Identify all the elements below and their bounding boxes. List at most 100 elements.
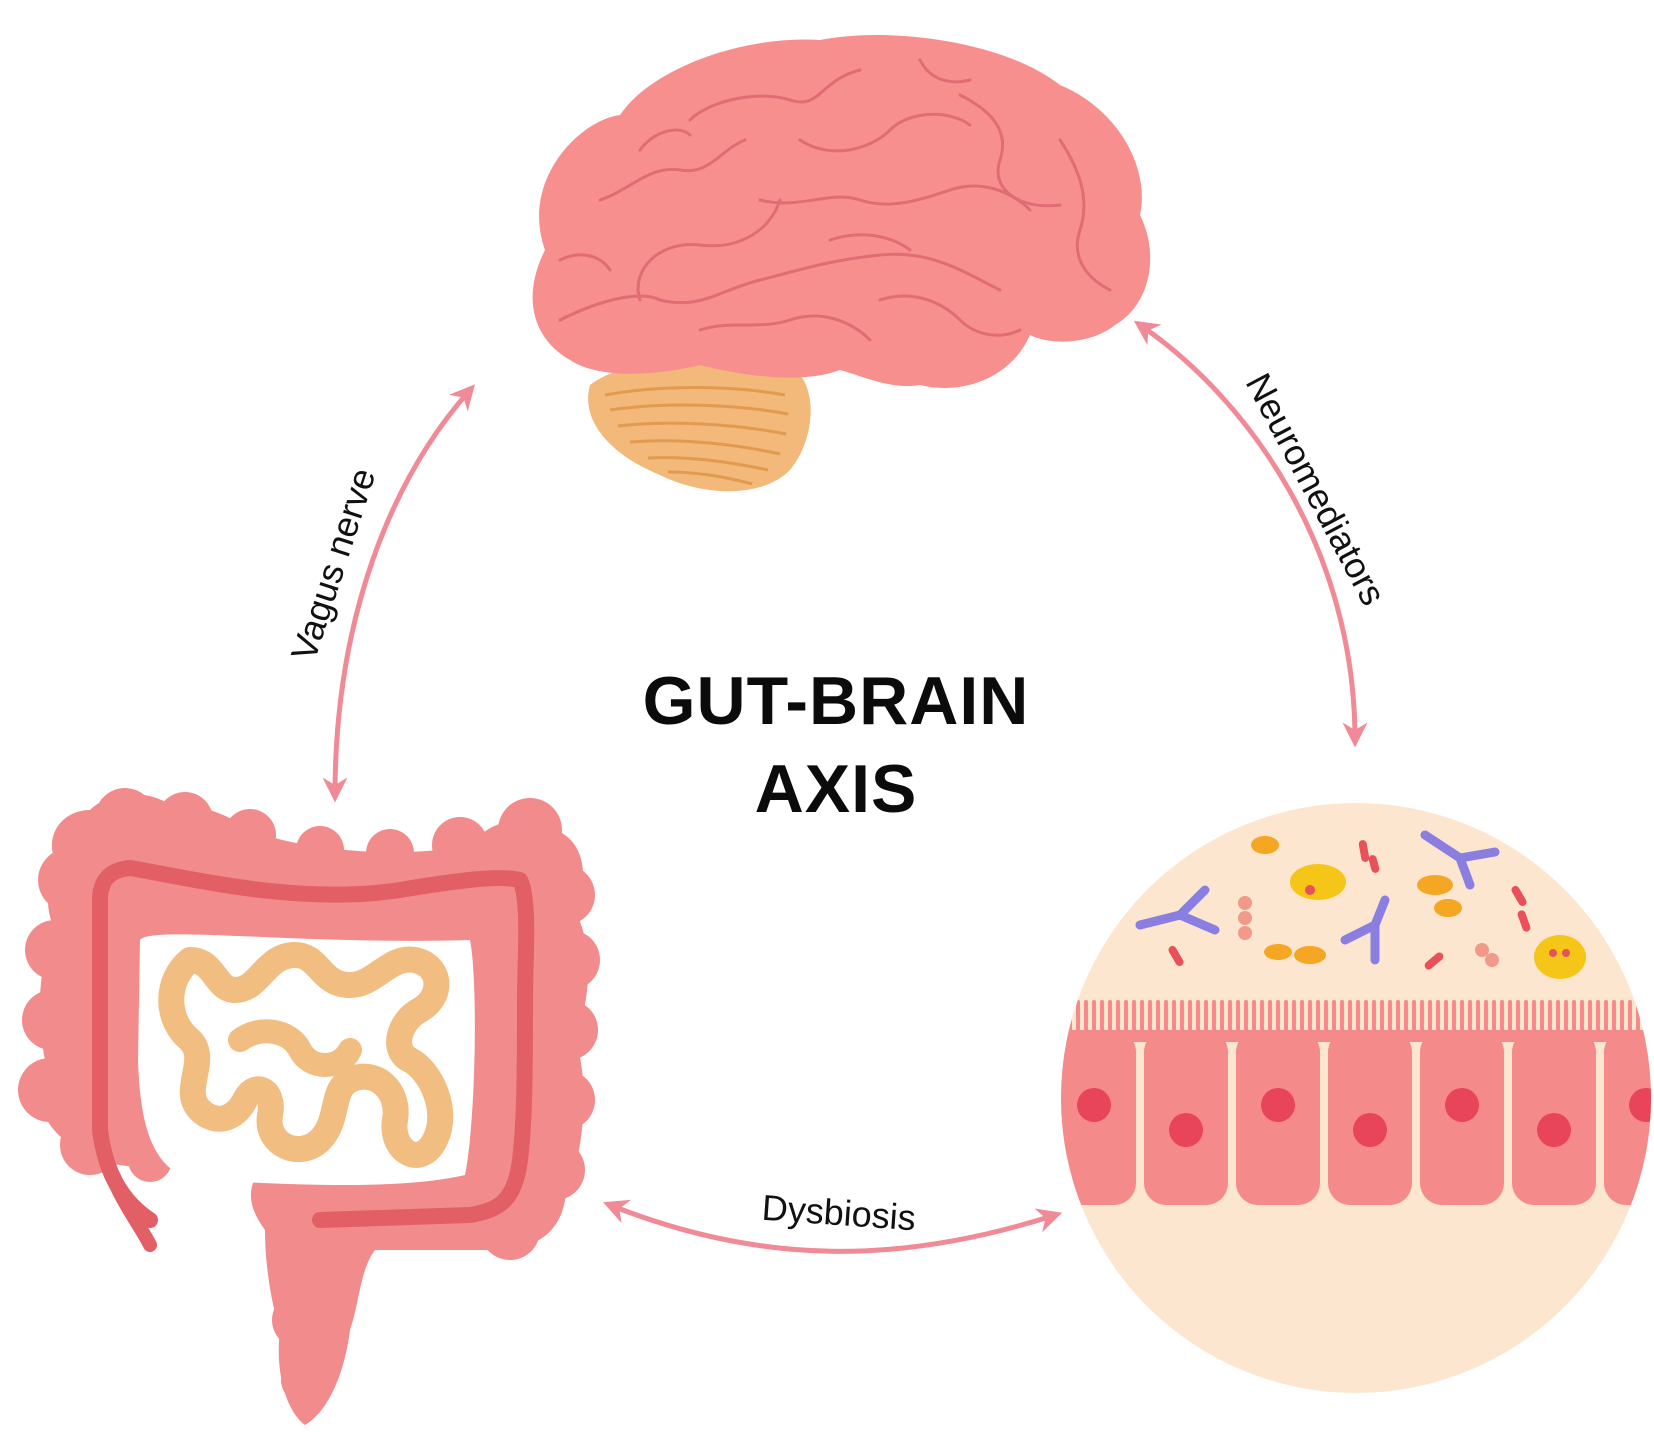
microvillus — [1356, 1000, 1360, 1034]
microvillus — [1556, 1000, 1560, 1034]
microvillus — [1524, 1000, 1528, 1034]
microvillus — [1484, 1000, 1488, 1034]
microvillus — [1164, 1000, 1168, 1034]
microvillus — [1284, 1000, 1288, 1034]
microvillus — [1084, 1000, 1088, 1034]
microvillus — [1268, 1000, 1272, 1034]
small-intestine — [158, 942, 454, 1168]
microvillus — [1404, 1000, 1408, 1034]
microvillus — [1644, 1000, 1648, 1034]
microvillus — [1108, 1000, 1112, 1034]
cell-nucleus — [1353, 1113, 1387, 1147]
intestines-illustration — [18, 788, 600, 1425]
microvillus — [1220, 1000, 1224, 1034]
microvillus — [1348, 1000, 1352, 1034]
microvillus — [1260, 1000, 1264, 1034]
arrow-vagus-nerve — [322, 384, 475, 803]
microvillus — [1436, 1000, 1440, 1034]
microvillus — [1332, 1000, 1336, 1034]
microvillus — [1476, 1000, 1480, 1034]
microvillus — [1460, 1000, 1464, 1034]
connection-arrows — [322, 320, 1368, 1254]
label-neuromediators: Neuromediators — [1238, 366, 1394, 611]
microvillus — [1580, 1000, 1584, 1034]
microvillus — [1156, 1000, 1160, 1034]
microvillus — [1308, 1000, 1312, 1034]
arrow-dysbiosis — [603, 1199, 1063, 1254]
microvillus — [1596, 1000, 1600, 1034]
microvillus — [1636, 1000, 1640, 1034]
microvillus — [1516, 1000, 1520, 1034]
microvillus — [1196, 1000, 1200, 1034]
cerebrum — [532, 35, 1151, 388]
title-line-2: AXIS — [755, 751, 918, 827]
microvillus — [1236, 1000, 1240, 1034]
microvillus — [1372, 1000, 1376, 1034]
microvillus — [1300, 1000, 1304, 1034]
microvillus — [1100, 1000, 1104, 1034]
cell-nucleus — [1077, 1088, 1111, 1122]
colon-inner-line — [92, 860, 535, 1228]
microvillus — [1244, 1000, 1248, 1034]
microvillus — [1148, 1000, 1152, 1034]
brain-illustration — [532, 35, 1151, 492]
microvillus — [1204, 1000, 1208, 1034]
microvillus — [1548, 1000, 1552, 1034]
microvillus — [1340, 1000, 1344, 1034]
microvillus — [1492, 1000, 1496, 1034]
microvillus — [1364, 1000, 1368, 1034]
microvillus — [1508, 1000, 1512, 1034]
microvillus — [1468, 1000, 1472, 1034]
microvillus — [1588, 1000, 1592, 1034]
cerebellum-folds — [604, 386, 789, 486]
bacteria — [1135, 830, 1586, 979]
microvillus — [1428, 1000, 1432, 1034]
microvillus — [1564, 1000, 1568, 1034]
microvillus — [1612, 1000, 1616, 1034]
microvillus — [1252, 1000, 1256, 1034]
cell-nucleus — [1261, 1088, 1295, 1122]
microvillus — [1396, 1000, 1400, 1034]
microvillus — [1412, 1000, 1416, 1034]
microvillus — [1444, 1000, 1448, 1034]
microvillus — [1500, 1000, 1504, 1034]
cell-nucleus — [1629, 1088, 1651, 1122]
microvillus — [1116, 1000, 1120, 1034]
microvillus — [1572, 1000, 1576, 1034]
microvillus — [1604, 1000, 1608, 1034]
epithelial-cells — [1061, 1030, 1651, 1205]
label-dysbiosis: Dysbiosis — [761, 1187, 918, 1239]
microvillus — [1532, 1000, 1536, 1034]
microvillus — [1172, 1000, 1176, 1034]
microvillus — [1292, 1000, 1296, 1034]
cell-nucleus — [1445, 1088, 1479, 1122]
microvillus — [1620, 1000, 1624, 1034]
microvillus — [1388, 1000, 1392, 1034]
arrow-neuromediators — [1133, 320, 1368, 748]
title-line-1: GUT-BRAIN — [643, 663, 1030, 739]
cell-nucleus — [1169, 1113, 1203, 1147]
microbiota-illustration — [1061, 803, 1651, 1393]
small-intestine-inner-loop — [228, 1019, 362, 1077]
microvillus — [1180, 1000, 1184, 1034]
label-vagus-nerve: Vagus nerve — [283, 463, 384, 665]
cell-nucleus — [1537, 1113, 1571, 1147]
microvillus — [1628, 1000, 1632, 1034]
microvillus — [1076, 1000, 1080, 1034]
microvillus — [1324, 1000, 1328, 1034]
microvillus — [1316, 1000, 1320, 1034]
microvillus — [1540, 1000, 1544, 1034]
microvillus — [1092, 1000, 1096, 1034]
microvillus — [1124, 1000, 1128, 1034]
microvillus — [1132, 1000, 1136, 1034]
microvillus — [1068, 1000, 1072, 1034]
brain-folds — [558, 58, 1112, 342]
microvillus — [1452, 1000, 1456, 1034]
microvilli — [1061, 1000, 1648, 1034]
microvillus — [1140, 1000, 1144, 1034]
microvillus — [1228, 1000, 1232, 1034]
microvillus — [1212, 1000, 1216, 1034]
microvillus — [1188, 1000, 1192, 1034]
microvillus — [1276, 1000, 1280, 1034]
